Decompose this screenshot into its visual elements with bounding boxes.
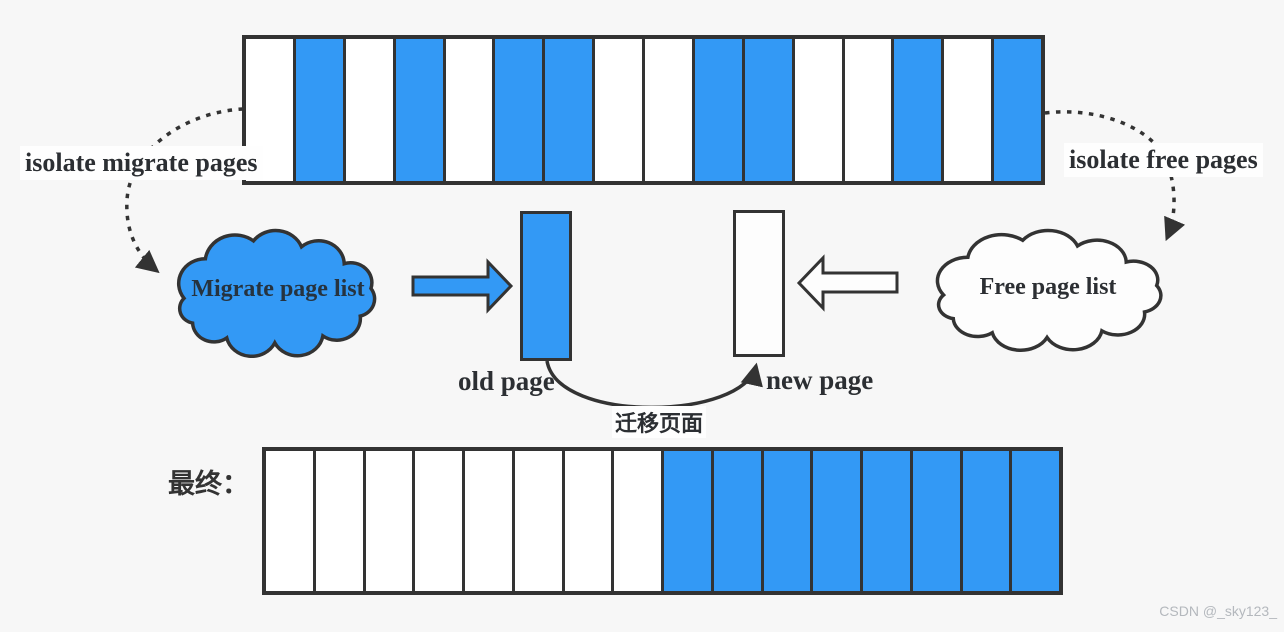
memory-bar-final <box>262 447 1063 595</box>
page-cell-white <box>645 39 695 181</box>
free-page-list-label: Free page list <box>979 274 1117 300</box>
page-cell-blue <box>813 451 863 591</box>
page-cell-blue <box>295 39 346 181</box>
page-cell-white <box>944 39 995 181</box>
page-cell-blue <box>713 451 764 591</box>
page-cell-white <box>266 451 316 591</box>
page-cell-blue <box>744 39 795 181</box>
migrate-page-arc-label: 迁移页面 <box>612 406 707 438</box>
page-cell-white <box>844 39 895 181</box>
page-cell-blue <box>1012 451 1059 591</box>
new-page-label: new page <box>766 365 874 395</box>
memory-bar-initial <box>242 35 1045 185</box>
page-cell-blue <box>694 39 745 181</box>
page-cell-white <box>345 39 396 181</box>
page-cell-white <box>415 451 465 591</box>
page-cell-white <box>794 39 845 181</box>
page-cell-blue <box>894 39 945 181</box>
new-page-rect <box>733 210 785 357</box>
csdn-watermark: CSDN @_sky123_ <box>1159 603 1277 619</box>
page-cell-blue <box>962 451 1013 591</box>
isolate-migrate-pages-label: isolate migrate pages <box>20 146 263 180</box>
page-cell-white <box>315 451 366 591</box>
page-cell-white <box>514 451 565 591</box>
migrate-to-old-page-arrow <box>411 258 514 314</box>
page-cell-blue <box>863 451 913 591</box>
page-cell-blue <box>545 39 596 181</box>
page-cell-white <box>465 451 515 591</box>
isolate-migrate-dotted-arrow <box>125 107 244 274</box>
page-cell-white <box>564 451 615 591</box>
page-cell-blue <box>664 451 714 591</box>
page-cell-blue <box>763 451 814 591</box>
old-page-label: old page <box>458 366 555 396</box>
final-state-label: 最终： <box>168 469 249 499</box>
page-cell-white <box>595 39 645 181</box>
page-cell-blue <box>495 39 546 181</box>
page-cell-blue <box>912 451 963 591</box>
isolate-free-pages-label: isolate free pages <box>1064 143 1263 177</box>
page-cell-white <box>445 39 496 181</box>
page-cell-white <box>365 451 416 591</box>
migrate-page-arc-arrow <box>545 360 763 410</box>
page-cell-blue <box>395 39 446 181</box>
page-cell-white <box>614 451 664 591</box>
page-cell-blue <box>994 39 1041 181</box>
old-page-rect <box>520 211 572 361</box>
free-to-new-page-arrow <box>796 254 899 312</box>
migrate-page-list-label: Migrate page list <box>191 276 365 302</box>
